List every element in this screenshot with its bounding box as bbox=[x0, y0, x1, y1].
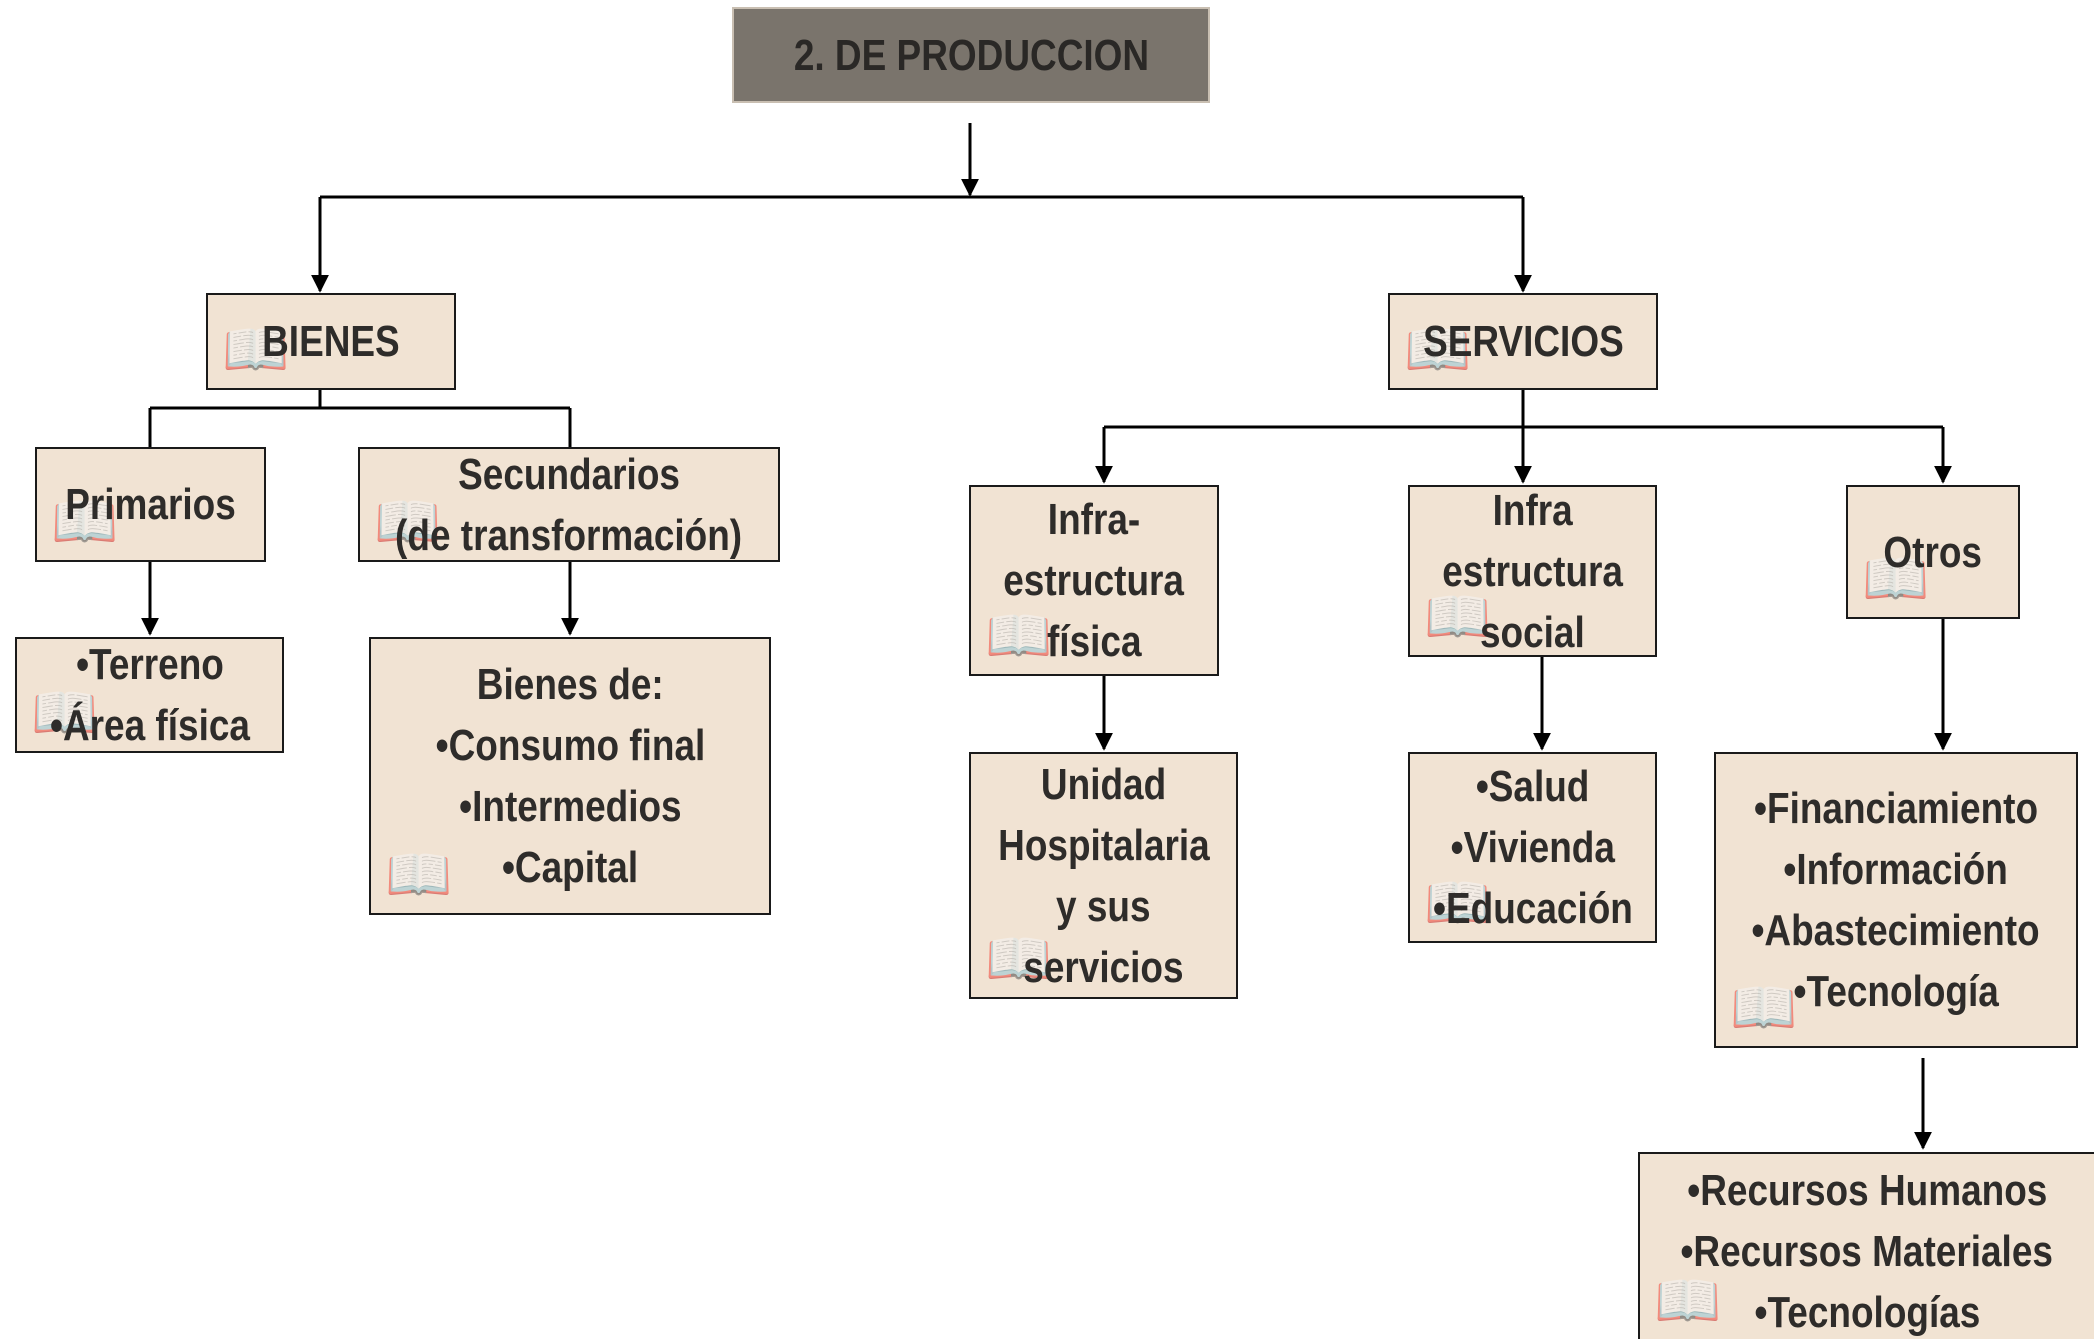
secundarios-items-box: 📖 Bienes de: •Consumo final •Intermedios… bbox=[369, 637, 771, 915]
infra-fisica-label-line: Infra- bbox=[1047, 495, 1141, 544]
infra-social-label-line: estructura bbox=[1442, 546, 1623, 596]
otros-subitem: •Recursos Humanos bbox=[1686, 1166, 2048, 1215]
open-book-icon: 📖 bbox=[1862, 549, 1930, 609]
primarios-box: 📖 Primarios bbox=[35, 447, 266, 562]
social-item: •Vivienda bbox=[1450, 823, 1615, 872]
infra-social-label-line: Infra bbox=[1492, 485, 1573, 535]
unidad-hospitalaria-box: 📖 Unidad Hospitalaria y sus servicios bbox=[969, 752, 1238, 999]
open-book-icon: 📖 bbox=[1424, 587, 1492, 647]
open-book-icon: 📖 bbox=[985, 606, 1053, 666]
servicios-label: SERVICIOS bbox=[1422, 317, 1624, 366]
unidad-line: Hospitalaria bbox=[997, 820, 1210, 870]
otros-subitem: •Recursos Materiales bbox=[1680, 1227, 2054, 1276]
open-book-icon: 📖 bbox=[222, 320, 290, 380]
otros-item: •Información bbox=[1783, 845, 2009, 894]
open-book-icon: 📖 bbox=[1424, 873, 1492, 933]
secundarios-item: •Intermedios bbox=[458, 782, 682, 831]
otros-item: •Tecnología bbox=[1793, 967, 1999, 1016]
open-book-icon: 📖 bbox=[985, 929, 1053, 989]
open-book-icon: 📖 bbox=[374, 492, 442, 552]
infra-social-box: 📖 Infra estructura social bbox=[1408, 485, 1657, 657]
unidad-line: servicios bbox=[1023, 942, 1184, 992]
otros-subitems-box: 📖 •Recursos Humanos •Recursos Materiales… bbox=[1638, 1152, 2094, 1339]
title-box: 2. DE PRODUCCION bbox=[732, 7, 1210, 103]
primarios-label: Primarios bbox=[65, 480, 236, 529]
otros-item: •Abastecimiento bbox=[1751, 906, 2041, 955]
social-item: •Educación bbox=[1432, 884, 1633, 933]
open-book-icon: 📖 bbox=[1654, 1271, 1722, 1331]
open-book-icon: 📖 bbox=[1404, 320, 1472, 380]
primarios-item: •Terreno bbox=[75, 640, 224, 689]
otros-label: Otros bbox=[1883, 527, 1983, 577]
secundarios-item: Bienes de: bbox=[476, 660, 664, 709]
infra-fisica-label-line: estructura bbox=[1003, 556, 1185, 605]
open-book-icon: 📖 bbox=[1730, 978, 1798, 1038]
secundarios-item: •Capital bbox=[501, 843, 639, 892]
social-item: •Salud bbox=[1475, 762, 1590, 811]
open-book-icon: 📖 bbox=[385, 845, 453, 905]
infra-fisica-box: 📖 Infra- estructura física bbox=[969, 485, 1219, 676]
open-book-icon: 📖 bbox=[31, 683, 99, 743]
otros-subitem: •Tecnologías bbox=[1754, 1288, 1980, 1337]
secundarios-box: 📖 Secundarios (de transformación) bbox=[358, 447, 780, 562]
otros-items-box: 📖 •Financiamiento •Información •Abasteci… bbox=[1714, 752, 2078, 1048]
unidad-line: Unidad bbox=[1040, 759, 1167, 809]
otros-item: •Financiamiento bbox=[1753, 784, 2039, 833]
bienes-label: BIENES bbox=[262, 317, 400, 366]
title-text: 2. DE PRODUCCION bbox=[793, 30, 1149, 80]
infra-fisica-label-line: física bbox=[1046, 617, 1142, 666]
secundarios-label-line: Secundarios bbox=[458, 449, 680, 499]
primarios-items-box: 📖 •Terreno •Área física bbox=[15, 637, 284, 753]
secundarios-item: •Consumo final bbox=[435, 721, 705, 770]
open-book-icon: 📖 bbox=[51, 492, 119, 552]
otros-box: 📖 Otros bbox=[1846, 485, 2020, 619]
unidad-line: y sus bbox=[1056, 881, 1151, 931]
social-items-box: 📖 •Salud •Vivienda •Educación bbox=[1408, 752, 1657, 943]
primarios-item: •Área física bbox=[49, 701, 250, 750]
secundarios-label-line: (de transformación) bbox=[395, 510, 743, 560]
servicios-box: 📖 SERVICIOS bbox=[1388, 293, 1658, 390]
bienes-box: 📖 BIENES bbox=[206, 293, 456, 390]
infra-social-label-line: social bbox=[1480, 607, 1585, 657]
